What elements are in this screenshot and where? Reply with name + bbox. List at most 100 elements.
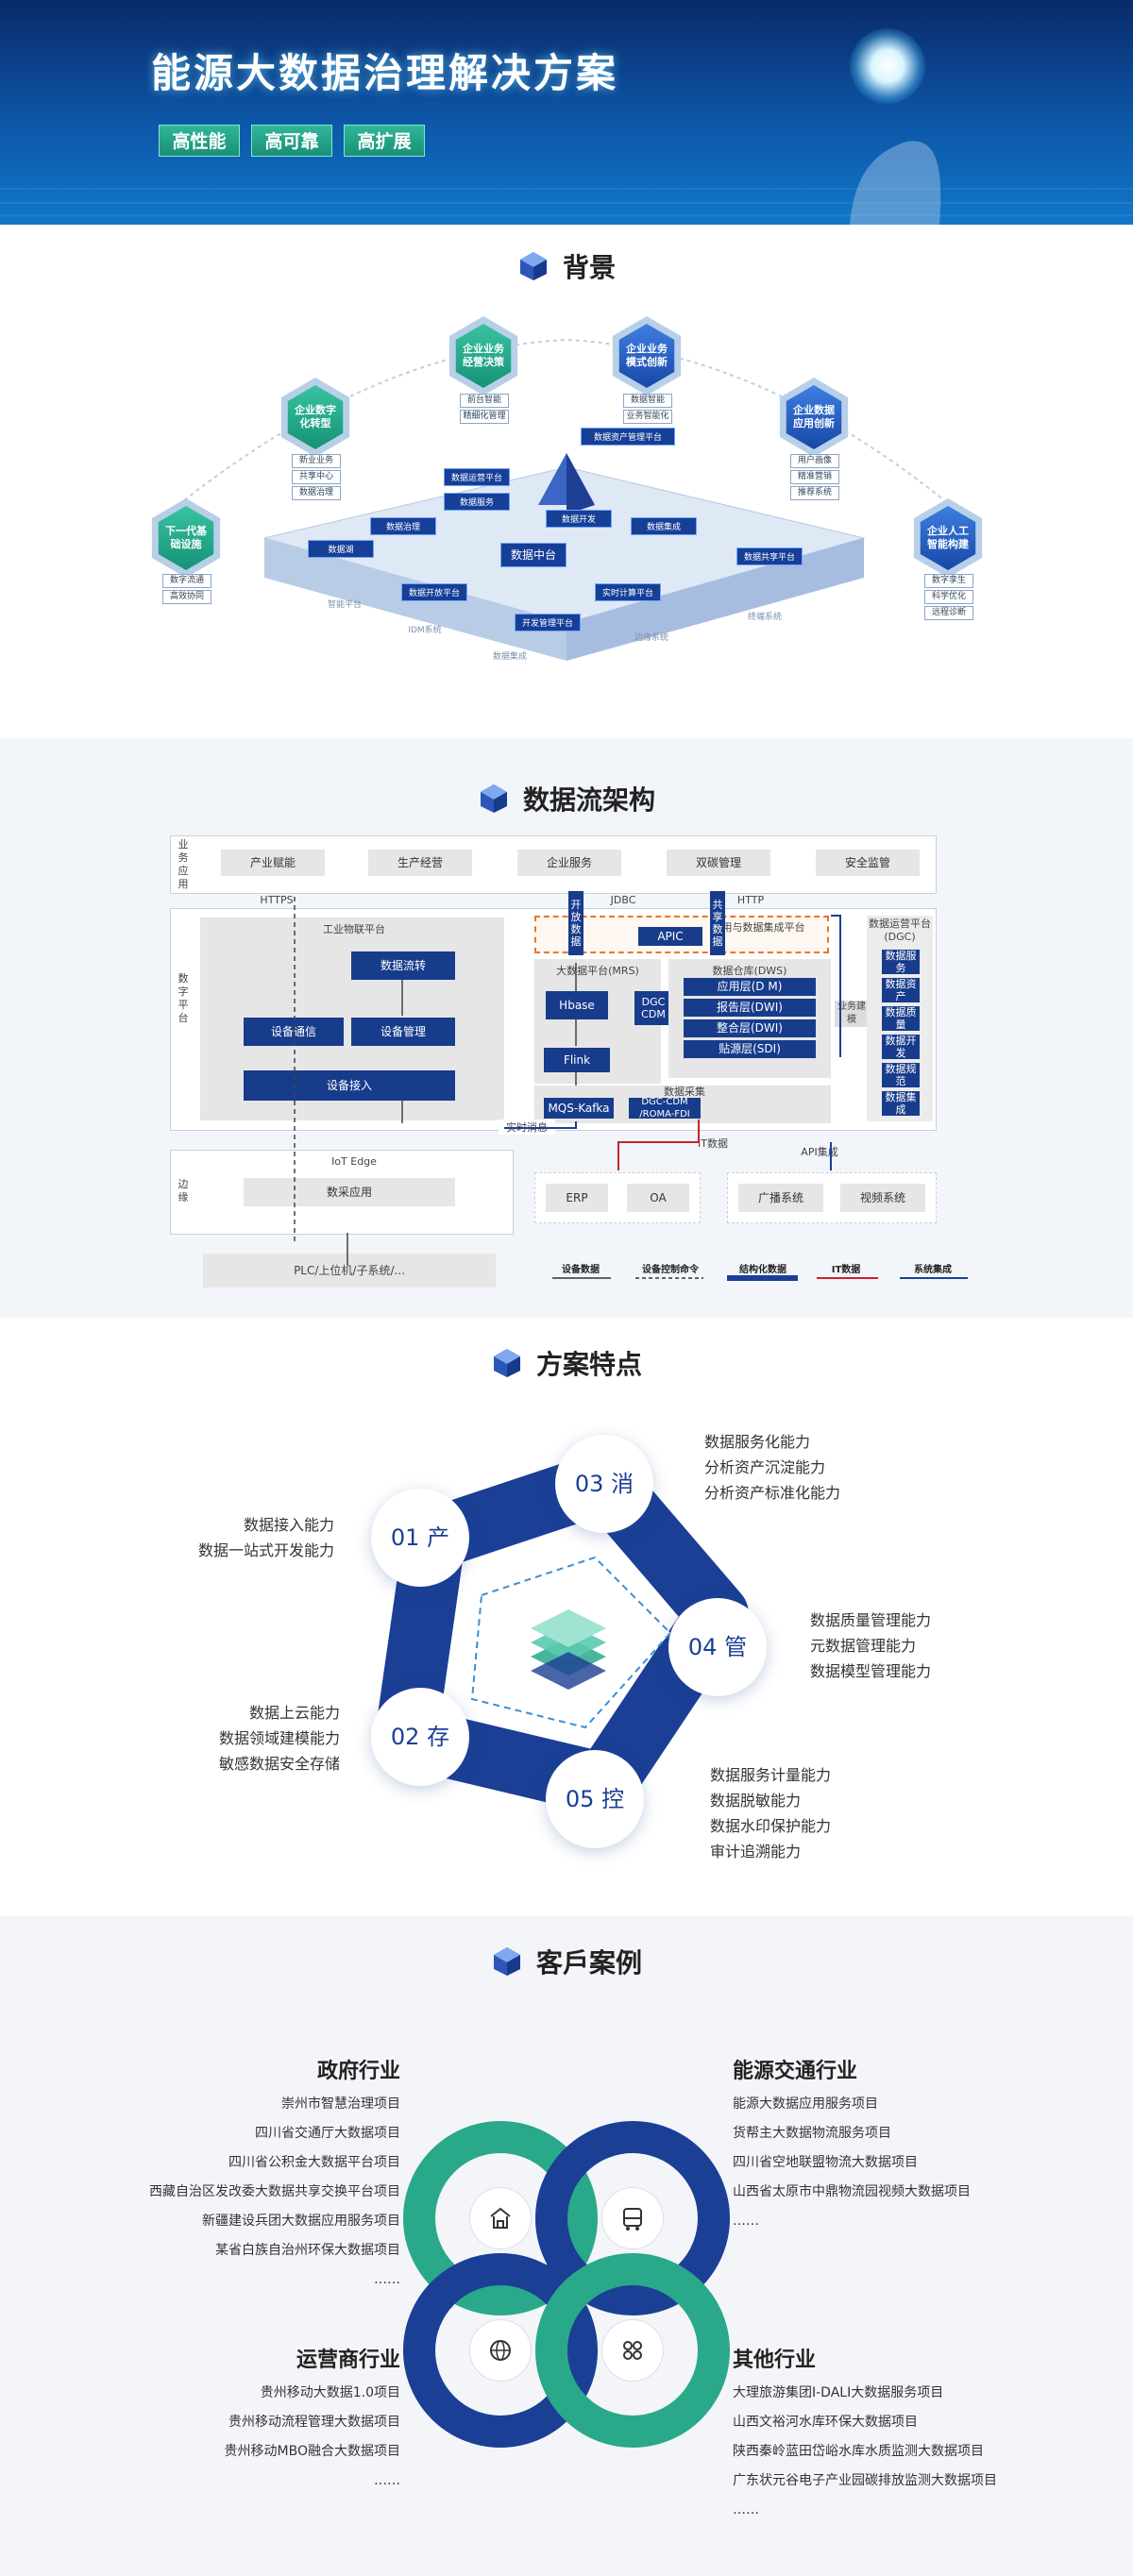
hex-app-innovation: 企业数据应用创新 bbox=[786, 385, 842, 449]
platform-module: 数据湖 bbox=[308, 540, 374, 558]
iot-edge-title: IoT Edge bbox=[331, 1155, 377, 1168]
platform-base-label: 终端系统 bbox=[747, 613, 782, 622]
hero-background-graphic bbox=[0, 113, 1133, 225]
device-access-box: 设备接入 bbox=[244, 1070, 455, 1101]
case-list-telecom: 贵州移动大数据1.0项目贵州移动流程管理大数据项目贵州移动MBO融合大数据项目 … bbox=[224, 2385, 400, 2488]
dgc-item: 数据集成 bbox=[882, 1091, 920, 1116]
platform-module: 实时计算平台 bbox=[595, 583, 661, 601]
data-flow-box: 数据流转 bbox=[351, 951, 455, 980]
feature-text-produce: 数据接入能力数据一站式开发能力 bbox=[197, 1516, 334, 1559]
tag: 用户画像 bbox=[790, 454, 839, 468]
platform-center: 数据中台 bbox=[500, 543, 566, 567]
platform-module: 数据服务 bbox=[444, 493, 510, 511]
hbase-box: Hbase bbox=[546, 991, 608, 1019]
platform-base-label: 数据集成 bbox=[492, 652, 527, 662]
integration-title: 应用与数据集成平台 bbox=[711, 921, 805, 934]
hero-tag-performance: 高性能 bbox=[159, 125, 240, 157]
legend-item: 设备控制命令 bbox=[642, 1265, 699, 1275]
dws-layer: 整合层(DWI) bbox=[684, 1019, 816, 1037]
tag: 科学优化 bbox=[924, 590, 973, 604]
hex-digital-transform: 企业数字化转型 bbox=[287, 385, 344, 449]
tag: 高效协同 bbox=[162, 590, 211, 604]
legend-item: 设备数据 bbox=[562, 1265, 600, 1275]
tag: 数字流通 bbox=[162, 574, 211, 588]
tag: 前台智能 bbox=[460, 394, 509, 408]
jdbc-label: JDBC bbox=[610, 894, 636, 906]
biz-app-item: 生产经营 bbox=[368, 850, 472, 876]
tag: 业务智能化 bbox=[623, 410, 672, 424]
section-title-features: 方案特点 bbox=[0, 1344, 1133, 1382]
plc-box: PLC/上位机/子系统/... bbox=[203, 1254, 496, 1288]
section-title-cases: 客戶案例 bbox=[0, 1943, 1133, 1980]
feature-node-manage: 04 管 bbox=[668, 1598, 767, 1696]
feature-node-store: 02 存 bbox=[371, 1688, 469, 1786]
platform-module: 数据治理 bbox=[370, 517, 436, 535]
cube-icon bbox=[480, 784, 507, 813]
https-label: HTTPS bbox=[260, 894, 294, 906]
legend-item: 结构化数据 bbox=[739, 1265, 786, 1275]
platform-module: 数据共享平台 bbox=[736, 547, 803, 565]
biz-app-item: 双碳管理 bbox=[667, 850, 770, 876]
case-list-other: 大理旅游集团I-DALI大数据服务项目山西文裕河水库环保大数据项目陕西秦岭蓝田岱… bbox=[733, 2385, 997, 2517]
hex-innovation: 企业业务模式创新 bbox=[618, 324, 675, 388]
platform-module: 数据集成 bbox=[631, 517, 697, 535]
open-data-arrow: 开放数据 bbox=[568, 891, 583, 955]
cube-icon bbox=[493, 1947, 520, 1976]
biz-app-item: 安全监管 bbox=[816, 850, 920, 876]
hero-banner: 能源大数据治理解决方案 高性能 高可靠 高扩展 bbox=[0, 0, 1133, 225]
device-comm-box: 设备通信 bbox=[244, 1018, 344, 1046]
dws-layer: 应用层(D M) bbox=[684, 978, 816, 996]
case-list-gov: 崇州市智慧治理项目四川省交通厅大数据项目四川省公积金大数据平台项目 西藏自治区发… bbox=[149, 2096, 400, 2287]
feature-text-consume: 数据服务化能力分析资产沉淀能力分析资产标准化能力 bbox=[704, 1433, 841, 1502]
case-title-other: 其他行业 bbox=[733, 2349, 817, 2372]
legend-item: IT数据 bbox=[831, 1265, 861, 1275]
hex-decision: 企业业务经营决策 bbox=[455, 324, 512, 388]
digital-platform-label: 数字平台 bbox=[178, 972, 189, 1024]
tag: 数字孪生 bbox=[924, 574, 973, 588]
architecture-legend bbox=[552, 1275, 968, 1281]
oa-box: OA bbox=[627, 1184, 689, 1212]
dgc-cdm-box: DGC CDM bbox=[634, 991, 672, 1025]
hero-tag-reliability: 高可靠 bbox=[251, 125, 332, 157]
hero-tag-scalability: 高扩展 bbox=[344, 125, 425, 157]
tag: 共享中心 bbox=[292, 470, 341, 484]
platform-module: 数据开发 bbox=[546, 510, 612, 528]
lightbulb-icon bbox=[850, 28, 925, 104]
platform-base-label: 智能平台 bbox=[327, 600, 362, 610]
feature-text-manage: 数据质量管理能力元数据管理能力数据模型管理能力 bbox=[810, 1611, 932, 1680]
biz-app-item: 企业服务 bbox=[517, 850, 621, 876]
case-list-energy: 能源大数据应用服务项目货帮主大数据物流服务项目四川省空地联盟物流大数据项目 山西… bbox=[733, 2096, 971, 2229]
data-collect-title: 数据采集 bbox=[664, 1086, 705, 1098]
it-data-label: IT数据 bbox=[698, 1137, 728, 1150]
bus-icon bbox=[602, 2188, 663, 2248]
collect-app-box: 数采应用 bbox=[244, 1178, 455, 1206]
section-title-background: 背景 bbox=[0, 247, 1133, 285]
feature-node-consume: 03 消 bbox=[555, 1435, 653, 1533]
dgc-title: 数据运营平台(DGC) bbox=[869, 918, 931, 943]
api-integ-label: API集成 bbox=[801, 1146, 838, 1158]
platform-base-label: IDM系统 bbox=[408, 626, 442, 635]
platform-module: 数据运营平台 bbox=[444, 468, 510, 486]
feature-text-store: 数据上云能力数据领域建模能力敏感数据安全存储 bbox=[218, 1704, 340, 1773]
tag: 精准营销 bbox=[790, 470, 839, 484]
tag: 新业业务 bbox=[292, 454, 341, 468]
platform-base-label: 边缘系统 bbox=[634, 633, 668, 643]
case-title-energy: 能源交通行业 bbox=[733, 2060, 858, 2083]
device-mgmt-box: 设备管理 bbox=[351, 1018, 455, 1046]
iot-platform-title: 工业物联平台 bbox=[323, 923, 385, 935]
broadcast-box: 广播系统 bbox=[738, 1184, 823, 1212]
platform-top: 数据资产管理平台 bbox=[581, 428, 675, 446]
legend-item: 系统集成 bbox=[914, 1265, 952, 1275]
case-title-gov: 政府行业 bbox=[316, 2060, 400, 2083]
edge-label: 边缘 bbox=[178, 1178, 189, 1204]
architecture-connectors bbox=[294, 897, 841, 1265]
dgc-roma-box: DGC-CDM /ROMA-FDI bbox=[629, 1097, 701, 1120]
feature-text-control: 数据服务计量能力数据脱敏能力数据水印保护能力审计追溯能力 bbox=[710, 1766, 832, 1860]
tag: 数据治理 bbox=[292, 486, 341, 500]
globe-icon bbox=[470, 2320, 531, 2381]
shared-data-arrow: 共享数据 bbox=[710, 891, 725, 955]
dgc-item: 数据规范 bbox=[882, 1063, 920, 1087]
feature-node-produce: 01 产 bbox=[371, 1489, 469, 1587]
tag: 远程诊断 bbox=[924, 606, 973, 620]
mqs-kafka-box: MQS-Kafka bbox=[544, 1098, 614, 1119]
